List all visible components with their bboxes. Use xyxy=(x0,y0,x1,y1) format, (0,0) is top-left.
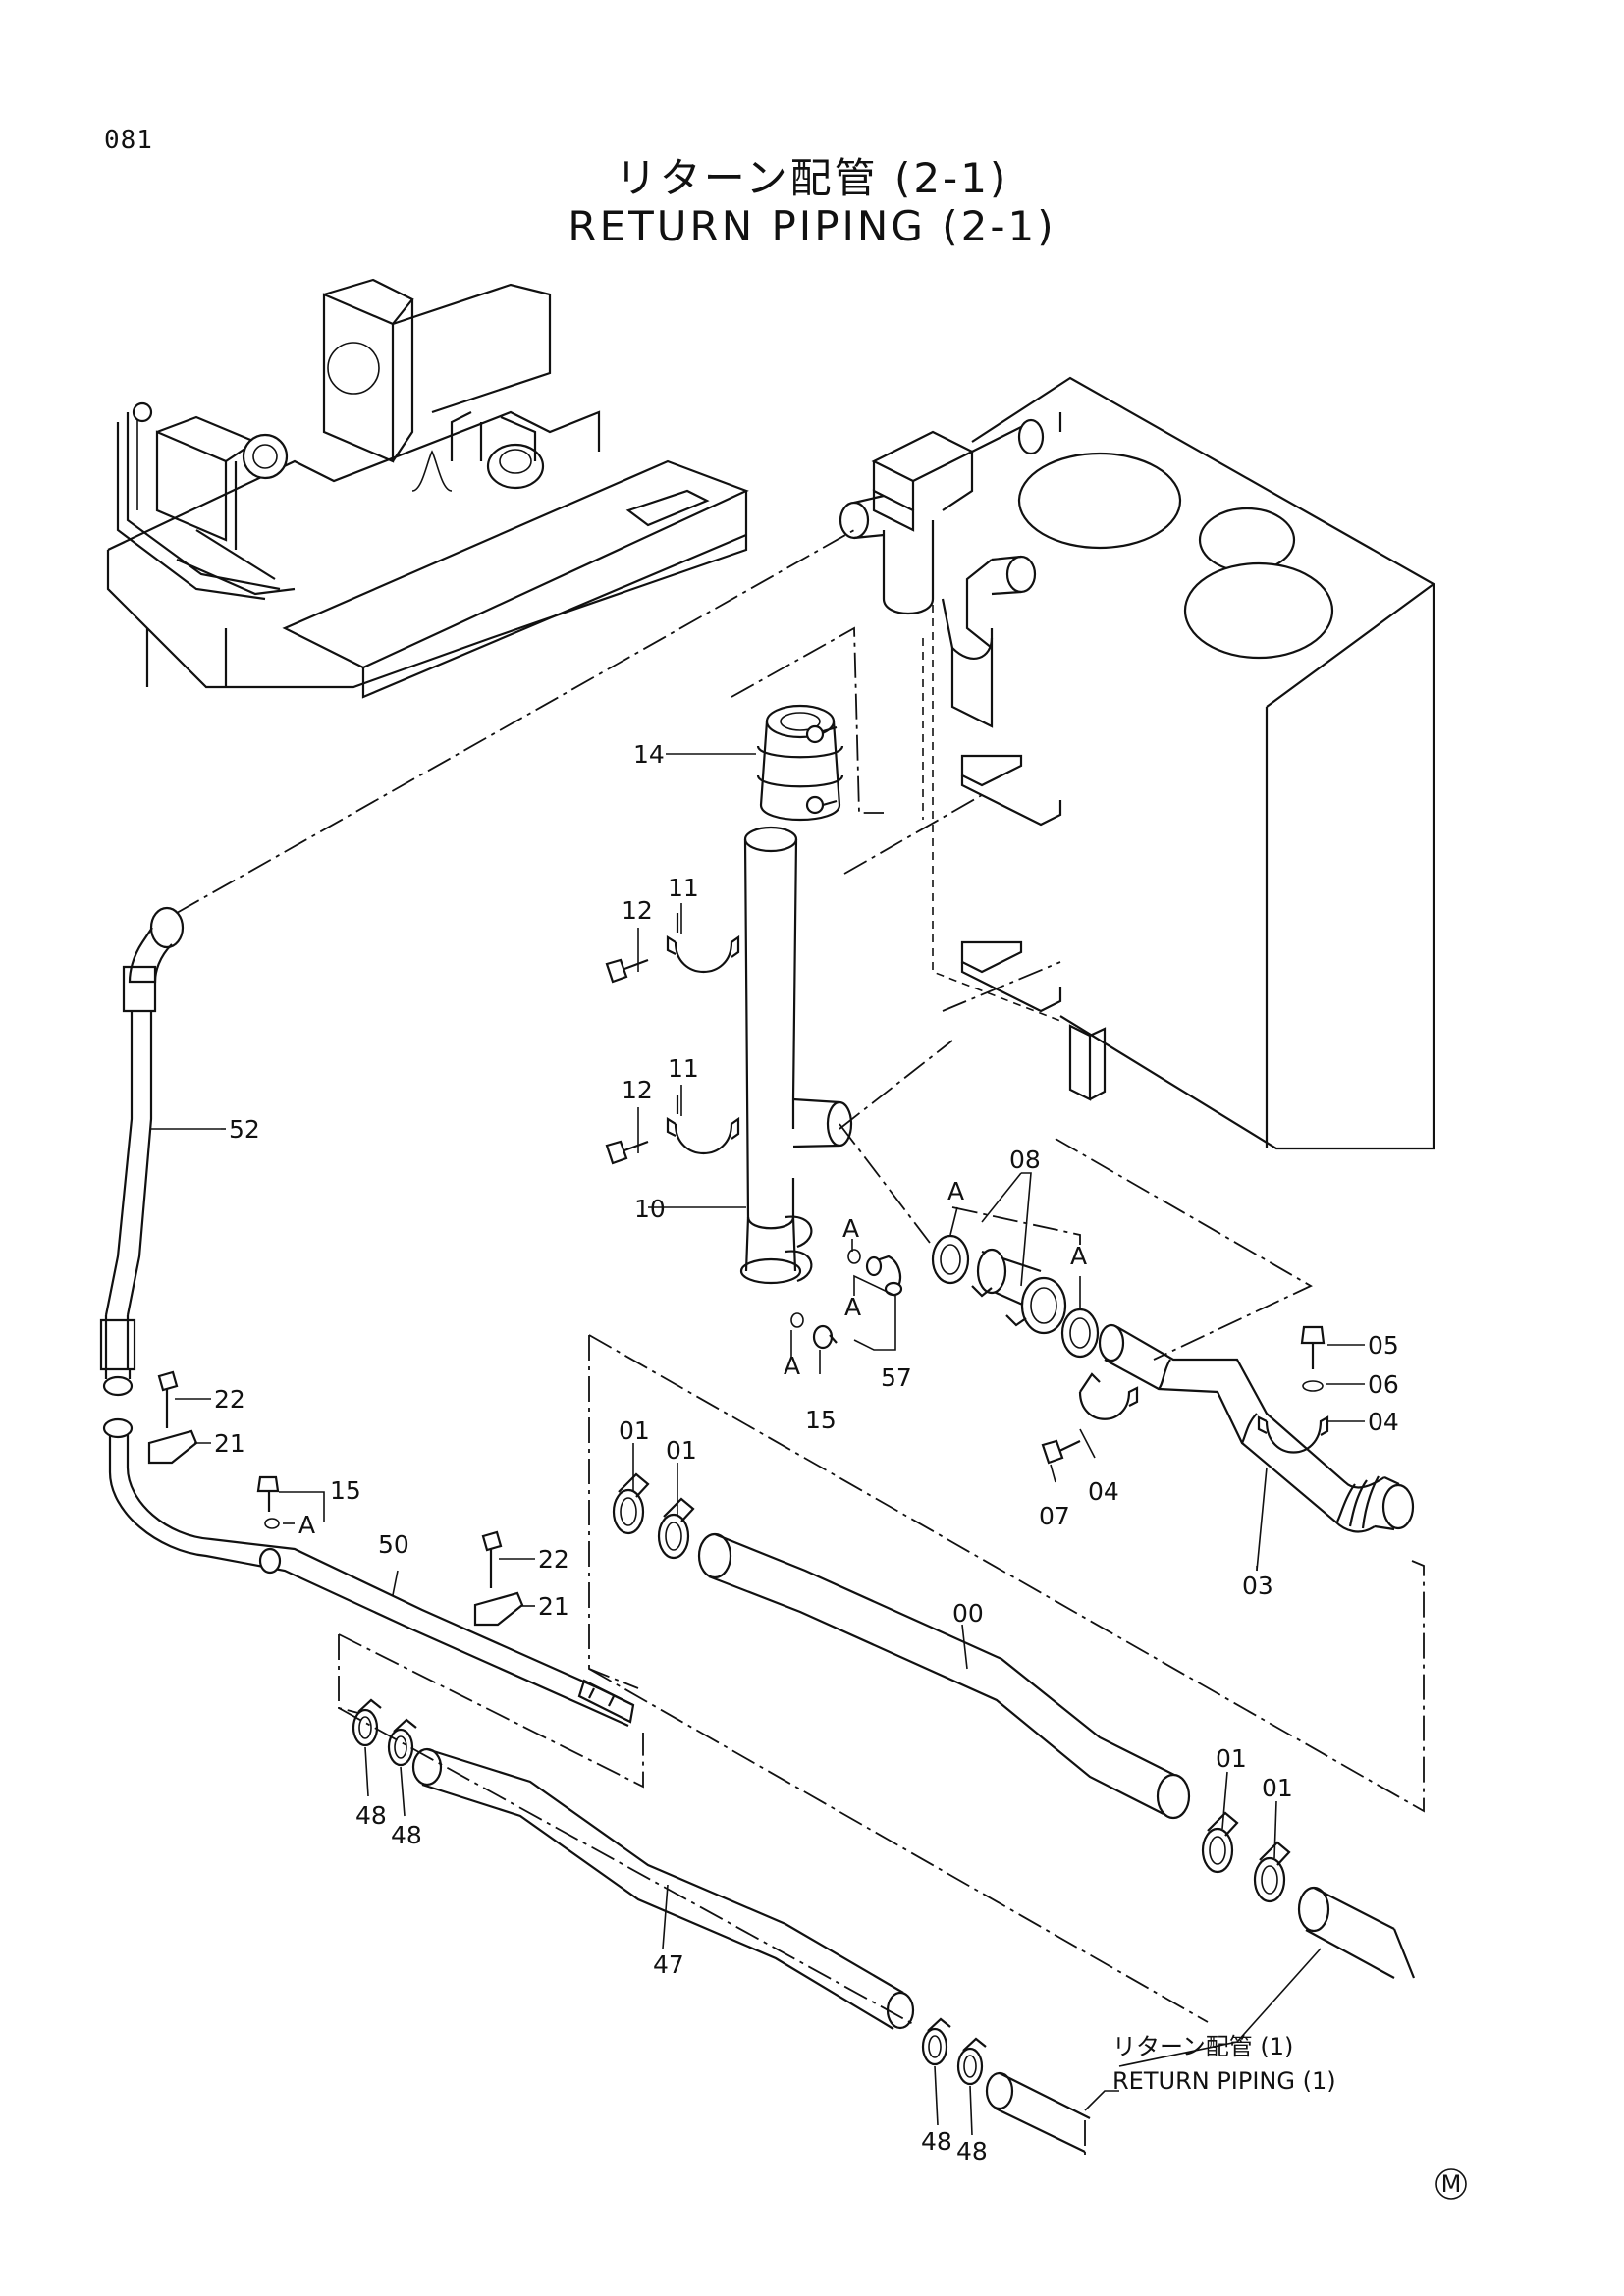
part-07-bolt xyxy=(1041,1439,1081,1465)
part-01-clamp-a xyxy=(612,1472,650,1535)
part-15-bolt-left xyxy=(256,1475,280,1529)
callout-01-d: 01 xyxy=(1262,1774,1293,1802)
part-21-holder-upper xyxy=(147,1429,198,1465)
title-japanese: リターン配管 (2-1) xyxy=(615,154,1009,202)
callout-21-lower: 21 xyxy=(538,1592,569,1621)
callout-labels: 14 12 11 12 11 10 52 A 08 A A A 57 A 15 … xyxy=(214,740,1467,2200)
callout-01-a: 01 xyxy=(619,1416,650,1445)
callout-A-5: A xyxy=(784,1352,800,1380)
part-04-clamp-right xyxy=(1257,1415,1329,1454)
callout-50: 50 xyxy=(378,1530,409,1559)
callout-48-c: 48 xyxy=(921,2127,952,2156)
part-50-hose xyxy=(102,1417,635,1728)
reference-label-english: RETURN PIPING (1) xyxy=(1112,2067,1336,2095)
page-number: 081 xyxy=(104,126,153,155)
part-48-clamp-b xyxy=(387,1718,417,1767)
part-15-fitting xyxy=(790,1312,838,1350)
callout-04-left: 04 xyxy=(1088,1477,1119,1506)
part-48-clamp-d xyxy=(956,2037,987,2086)
callout-57: 57 xyxy=(881,1363,912,1392)
part-47-hose xyxy=(411,1747,915,2030)
part-11-clamp-upper xyxy=(666,913,740,974)
callout-48-d: 48 xyxy=(956,2137,988,2165)
callout-06: 06 xyxy=(1368,1370,1399,1399)
leader-lines xyxy=(175,753,1365,2136)
return-piping-1-pipe xyxy=(1297,1886,1416,1979)
callout-01-b: 01 xyxy=(666,1436,697,1465)
callout-A-1: A xyxy=(947,1177,964,1205)
callout-04-right: 04 xyxy=(1368,1408,1399,1436)
part-03-pipe xyxy=(1098,1323,1415,1572)
callout-48-b: 48 xyxy=(391,1821,422,1849)
callout-00: 00 xyxy=(952,1599,984,1628)
title-english: RETURN PIPING (2-1) xyxy=(568,202,1056,250)
callout-05: 05 xyxy=(1368,1331,1399,1360)
m-mark: M xyxy=(1441,2170,1462,2198)
callout-A-6: A xyxy=(298,1511,315,1539)
part-05-bolt xyxy=(1300,1325,1326,1369)
callout-15-left: 15 xyxy=(330,1476,361,1505)
part-12-bolt-upper xyxy=(605,958,649,984)
part-01-clamp-b xyxy=(657,1497,695,1560)
part-22-bolt-upper xyxy=(157,1370,179,1428)
callout-A-3: A xyxy=(842,1214,859,1243)
part-21-holder-lower xyxy=(473,1591,524,1627)
part-22-bolt-lower xyxy=(481,1530,503,1588)
part-06-washer xyxy=(1302,1380,1324,1392)
part-48-clamp-c xyxy=(921,2017,951,2066)
callout-52: 52 xyxy=(229,1115,260,1144)
part-11-clamp-lower xyxy=(666,1095,740,1155)
callout-12-upper: 12 xyxy=(622,896,653,925)
part-08-hose-with-clamps xyxy=(931,1234,1100,1359)
callout-15-upper: 15 xyxy=(805,1406,837,1434)
part-01-clamp-c xyxy=(1201,1811,1239,1874)
part-04-clamp-left xyxy=(1078,1372,1139,1420)
callout-A-4: A xyxy=(844,1293,861,1321)
part-01-clamp-d xyxy=(1253,1841,1291,1903)
assembly-center-lines xyxy=(176,529,1425,2155)
hydraulic-tank-illustration xyxy=(839,376,1435,1150)
part-12-bolt-lower xyxy=(605,1140,649,1165)
callout-08: 08 xyxy=(1009,1146,1041,1174)
upper-structure-illustration xyxy=(106,278,749,699)
callout-10: 10 xyxy=(634,1195,666,1223)
part-14-hose xyxy=(687,704,844,821)
callout-47: 47 xyxy=(653,1950,684,1979)
return-piping-1-lower-pipe xyxy=(985,2071,1091,2153)
reference-label-japanese: リターン配管 (1) xyxy=(1112,2033,1293,2060)
callout-22-lower: 22 xyxy=(538,1545,569,1574)
callout-01-c: 01 xyxy=(1216,1744,1247,1773)
callout-11-lower: 11 xyxy=(668,1054,699,1083)
callout-07: 07 xyxy=(1039,1502,1070,1530)
callout-21-upper: 21 xyxy=(214,1429,245,1458)
callout-14: 14 xyxy=(633,740,665,769)
callout-A-2: A xyxy=(1070,1242,1087,1270)
callout-03: 03 xyxy=(1242,1572,1273,1600)
callout-48-a: 48 xyxy=(355,1801,387,1830)
callout-12-lower: 12 xyxy=(622,1076,653,1104)
part-00-hose xyxy=(697,1532,1191,1820)
part-57-elbow xyxy=(847,1249,903,1297)
part-52-hose xyxy=(99,906,221,1397)
callout-22-upper: 22 xyxy=(214,1385,245,1414)
callout-11-upper: 11 xyxy=(668,874,699,902)
